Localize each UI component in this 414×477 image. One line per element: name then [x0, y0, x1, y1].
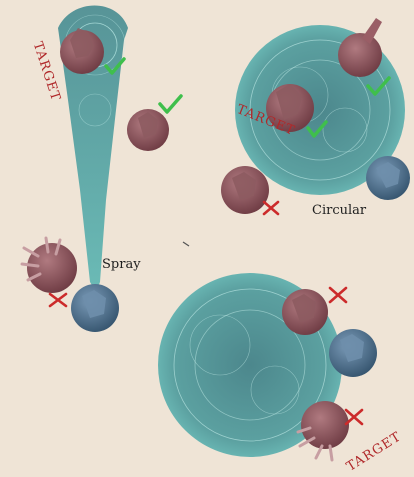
cross-icon — [264, 202, 278, 214]
enemy-miniature-circular-top-miss — [221, 166, 269, 214]
spray-label: Spray — [102, 257, 141, 272]
circular-label: Circular — [312, 203, 366, 218]
ally-miniature-circular-bottom — [329, 329, 377, 377]
cross-icon — [346, 410, 362, 424]
ally-miniature-circular-top — [366, 156, 410, 200]
cross-icon — [330, 288, 346, 302]
enemy-miniature-spray-miss — [22, 238, 77, 293]
check-mark-icon — [160, 96, 181, 112]
enemy-miniature-circular-top-1 — [338, 18, 382, 77]
enemy-miniature-spray-2 — [127, 109, 169, 151]
ally-miniature-spray — [71, 284, 119, 332]
enemy-miniature-circular-bottom-1 — [282, 289, 328, 335]
cross-icon — [50, 294, 66, 306]
debris-mark — [183, 242, 189, 246]
